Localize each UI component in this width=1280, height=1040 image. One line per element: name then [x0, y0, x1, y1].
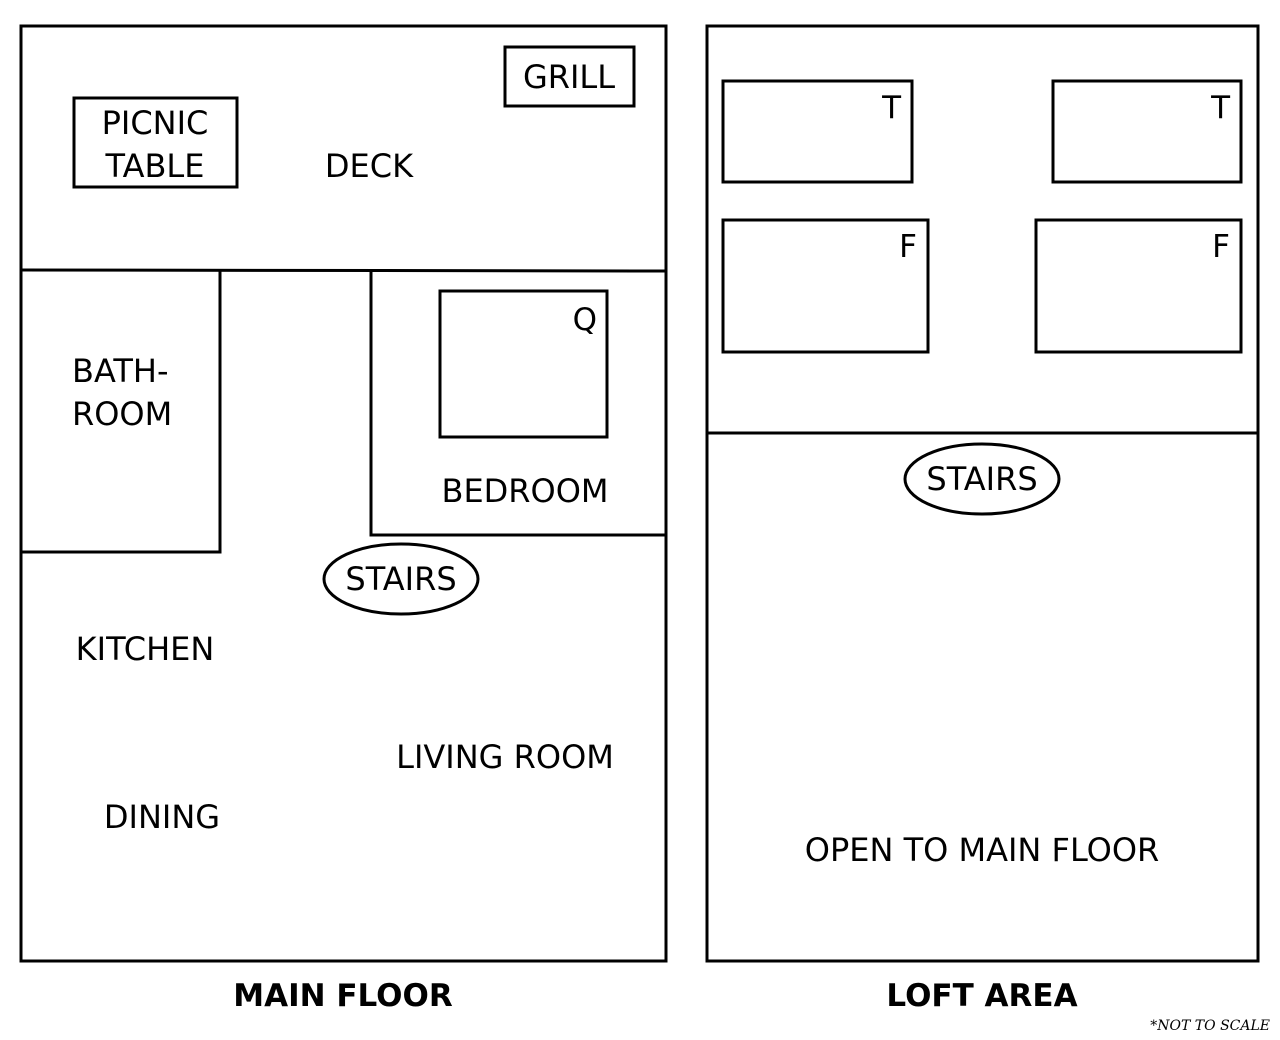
loft-area-caption: LOFT AREA [886, 978, 1077, 1014]
twin-bed-left [721, 79, 914, 184]
bathroom-label-line1: BATH- [72, 352, 169, 390]
picnic-table-label-line2: TABLE [105, 147, 205, 185]
not-to-scale-note: *NOT TO SCALE [1150, 1018, 1270, 1034]
full-bed-right-mark: F [1212, 229, 1230, 265]
twin-bed-right-mark: T [1210, 90, 1231, 126]
loft-stairs-label: STAIRS [926, 460, 1037, 498]
loft-area-plan: T T F F STAIRS OPEN TO MAIN FLOOR LOFT A… [705, 24, 1260, 1014]
bathroom-label-line2: ROOM [72, 395, 172, 433]
main-stairs-ellipse [322, 542, 480, 616]
open-to-main-floor-label: OPEN TO MAIN FLOOR [805, 831, 1159, 869]
full-bed-left-mark: F [899, 229, 917, 265]
kitchen-label: KITCHEN [76, 630, 215, 668]
loft-stairs-ellipse [903, 442, 1061, 516]
twin-bed-left-mark: T [881, 90, 902, 126]
dining-label: DINING [104, 798, 220, 836]
main-floor-caption: MAIN FLOOR [233, 978, 453, 1014]
queen-bed [438, 289, 609, 439]
living-room-label: LIVING ROOM [396, 738, 614, 776]
picnic-table-box [72, 96, 239, 189]
bedroom-label: BEDROOM [441, 472, 608, 510]
bathroom-walls [21, 271, 222, 554]
grill-label: GRILL [523, 58, 615, 96]
main-floor-plan: GRILL PICNIC TABLE DECK BATH- ROOM Q BED… [19, 24, 668, 1014]
loft-outline [705, 24, 1260, 963]
deck-wall [20, 268, 667, 273]
twin-bed-right [1051, 79, 1243, 184]
picnic-table-label-line1: PICNIC [102, 104, 209, 142]
bedroom-walls [369, 271, 666, 537]
main-stairs-label: STAIRS [345, 560, 456, 598]
queen-bed-mark: Q [573, 302, 597, 338]
grill-box [503, 45, 636, 108]
deck-label: DECK [325, 147, 414, 185]
main-floor-outline [19, 24, 668, 963]
full-bed-right [1034, 218, 1243, 354]
full-bed-left [721, 218, 930, 354]
